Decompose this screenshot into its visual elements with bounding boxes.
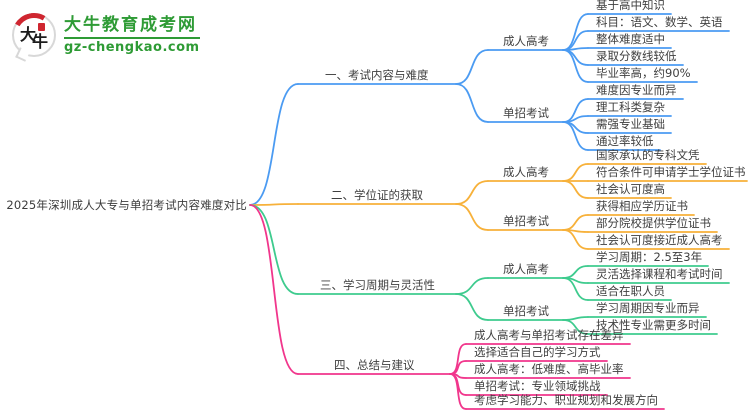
leaf-topic: 社会认可度高 xyxy=(596,182,665,196)
leaf-topic: 科目：语文、数学、英语 xyxy=(596,15,723,29)
leaf-topic: 国家承认的专科文凭 xyxy=(596,148,700,162)
logo-seal-icon xyxy=(38,23,45,31)
logo-bull-icon: 大 牛 xyxy=(7,8,61,62)
leaf-topic: 适合在职人员 xyxy=(596,284,665,298)
subtopic-label: 单招考试 xyxy=(503,214,549,228)
edge-curve xyxy=(455,49,489,85)
edge-curve xyxy=(562,163,589,182)
edge-curve xyxy=(562,49,589,66)
branch-label: 二、学位证的获取 xyxy=(331,188,423,202)
edge-curve xyxy=(562,49,589,83)
leaf-topic: 单招考试：专业领域挑战 xyxy=(474,379,601,393)
leaf-topic: 符合条件可申请学士学位证书 xyxy=(596,165,746,179)
edge-curve xyxy=(562,229,589,250)
leaf-topic: 成人高考与单招考试存在差异 xyxy=(474,328,624,342)
logo-char-niu: 牛 xyxy=(31,32,48,51)
edge-curve xyxy=(455,203,489,231)
edge-curve xyxy=(562,319,589,335)
site-domain: gz-chengkao.com xyxy=(64,40,200,55)
logo-divider xyxy=(64,37,200,39)
leaf-topic: 学习周期因专业而异 xyxy=(596,301,700,315)
edge-curve xyxy=(249,204,299,375)
root-topic: 2025年深圳成人大专与单招考试内容难度对比 xyxy=(6,198,247,212)
leaf-topic: 毕业率高，约90% xyxy=(596,66,691,80)
subtopic-label: 成人高考 xyxy=(503,34,549,48)
edge-curve xyxy=(455,180,489,205)
leaf-topic: 通过率较低 xyxy=(596,134,654,148)
site-logo[interactable]: 大 牛 大牛教育成考网 gz-chengkao.com xyxy=(7,8,200,62)
leaf-topic: 社会认可度接近成人高考 xyxy=(596,233,723,247)
leaf-topic: 获得相应学历证书 xyxy=(596,199,688,213)
leaf-topic: 部分院校提供学位证书 xyxy=(596,216,711,230)
leaf-topic: 整体难度适中 xyxy=(596,32,665,46)
leaf-topic: 灵活选择课程和考试时间 xyxy=(596,267,723,281)
edge-curve xyxy=(562,277,589,301)
subtopic-label: 单招考试 xyxy=(503,106,549,120)
leaf-topic: 考虑学习能力、职业规划和发展方向 xyxy=(474,393,658,407)
logo-text-block: 大牛教育成考网 gz-chengkao.com xyxy=(64,15,200,55)
subtopic-label: 单招考试 xyxy=(503,304,549,318)
edge-curve xyxy=(562,265,589,279)
subtopic-label: 成人高考 xyxy=(503,262,549,276)
branch-label: 四、总结与建议 xyxy=(334,358,415,372)
edge-curve xyxy=(249,203,299,206)
edge-curve xyxy=(249,83,299,206)
leaf-topic: 技术性专业需更多时间 xyxy=(596,318,711,332)
subtopic-label: 成人高考 xyxy=(503,165,549,179)
edge-curve xyxy=(455,83,489,123)
leaf-topic: 需强专业基础 xyxy=(596,117,665,131)
leaf-topic: 基于高中知识 xyxy=(596,0,665,12)
edge-curve xyxy=(562,180,589,199)
edge-curve xyxy=(455,277,489,295)
edge-curve xyxy=(249,204,299,295)
branch-label: 一、考试内容与难度 xyxy=(325,68,429,82)
branch-label: 三、学习周期与灵活性 xyxy=(320,278,435,292)
site-name: 大牛教育成考网 xyxy=(64,15,197,35)
edge-curve xyxy=(562,115,589,123)
edge-curve xyxy=(562,121,589,151)
leaf-topic: 学习周期：2.5至3年 xyxy=(596,250,703,264)
edge-curve xyxy=(449,373,467,410)
leaf-topic: 成人高考：低难度、高毕业率 xyxy=(474,362,624,376)
leaf-topic: 难度因专业而异 xyxy=(596,83,677,97)
leaf-topic: 录取分数线较低 xyxy=(596,49,677,63)
edge-curve xyxy=(562,214,589,231)
leaf-topic: 理工科类复杂 xyxy=(596,100,665,114)
leaf-topic: 选择适合自己的学习方式 xyxy=(474,345,601,359)
edge-curve xyxy=(455,293,489,321)
logo-char-da: 大 xyxy=(20,25,37,44)
